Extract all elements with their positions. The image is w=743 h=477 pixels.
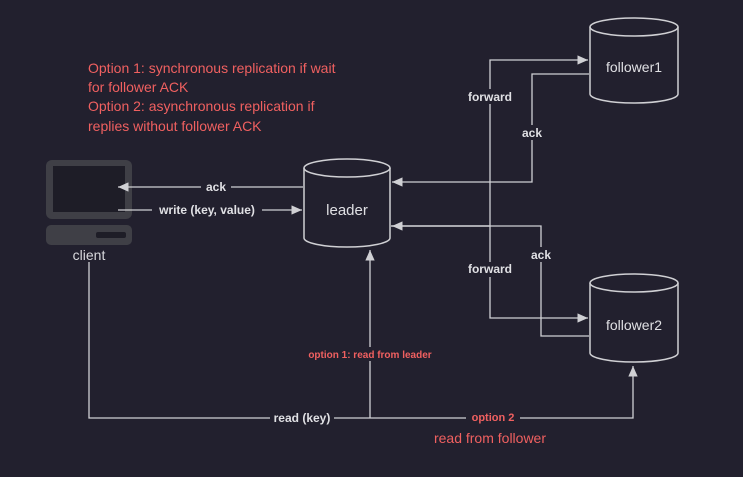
leader-node <box>303 158 391 248</box>
option1-read-label: option 1: read from leader <box>308 350 431 361</box>
note-line-1: Option 1: synchronous replication if wai… <box>88 60 336 76</box>
forward-follower1-label: forward <box>468 90 512 104</box>
ack-follower1-label: ack <box>522 126 542 140</box>
follower2-label: follower2 <box>606 317 662 333</box>
read-label: read (key) <box>274 411 331 425</box>
follower1-label: follower1 <box>606 59 662 75</box>
client-write-label: write (key, value) <box>158 203 255 217</box>
follower1-node <box>589 17 679 104</box>
client-label: client <box>73 247 106 263</box>
option2-read-label: read from follower <box>434 430 546 446</box>
note-line-3: Option 2: asynchronous replication if <box>88 98 315 114</box>
leader-label: leader <box>326 202 368 219</box>
ack-follower2-label: ack <box>531 248 551 262</box>
option2-label: option 2 <box>472 412 515 424</box>
read-follower-arrow <box>88 262 638 419</box>
laptop-icon <box>46 160 132 245</box>
forward-follower2-label: forward <box>468 262 512 276</box>
ack-follower2-arrow <box>392 221 589 337</box>
leader-ack-label: ack <box>206 180 226 194</box>
note-line-4: replies without follower ACK <box>88 118 262 134</box>
replication-notes: Option 1: synchronous replication if wai… <box>88 60 336 134</box>
forward-follower1-arrow <box>391 55 588 227</box>
follower2-node <box>589 273 679 363</box>
note-line-2: for follower ACK <box>88 79 189 95</box>
